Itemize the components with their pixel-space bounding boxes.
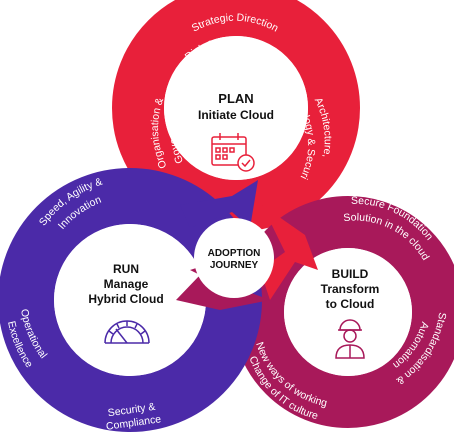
engineer-icon xyxy=(335,319,365,359)
adoption-label-line1: ADOPTION xyxy=(208,248,261,259)
plan-title: PLAN xyxy=(218,91,253,106)
build-center xyxy=(284,248,412,376)
adoption-journey-center xyxy=(194,218,274,298)
calendar-check-icon xyxy=(211,133,255,172)
run-line3: Hybrid Cloud xyxy=(88,292,163,306)
run-to-plan-arrow xyxy=(180,180,258,228)
plan-center xyxy=(164,36,308,180)
build-title: BUILD xyxy=(332,267,369,281)
build-line3: to Cloud xyxy=(326,297,375,311)
run-center xyxy=(54,224,206,376)
plan-subtitle: Initiate Cloud xyxy=(198,108,274,122)
adoption-label-line2: JOURNEY xyxy=(210,260,259,271)
run-line2: Manage xyxy=(104,277,149,291)
plan-to-build-arrow xyxy=(260,205,318,300)
run-title: RUN xyxy=(113,262,139,276)
build-line2: Transform xyxy=(321,282,380,296)
speedometer-icon xyxy=(104,320,150,344)
